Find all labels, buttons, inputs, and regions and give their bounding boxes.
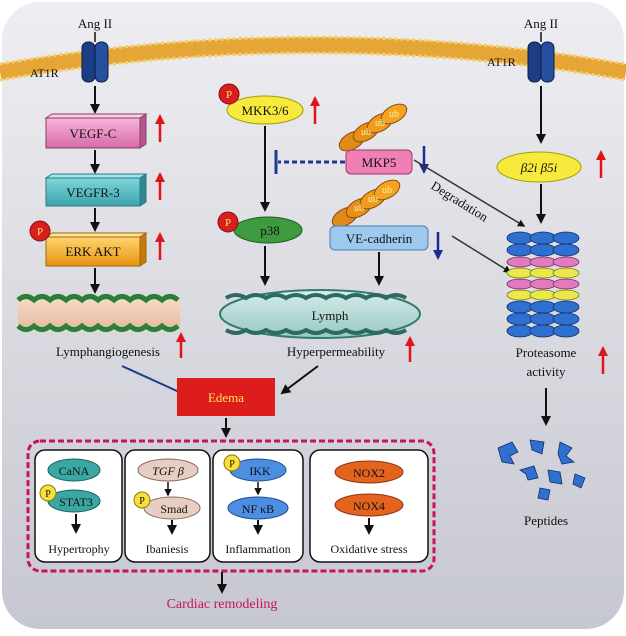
tgf-label: TGF β <box>152 464 184 478</box>
vegfr3-node: VEGFR-3 <box>44 173 148 207</box>
immunoproteasome-label: β2i β5i <box>520 160 558 175</box>
proteasome-label: Proteasome <box>516 345 577 360</box>
right-receptor-label: AT1R <box>487 55 516 69</box>
svg-text:ub: ub <box>382 185 392 196</box>
degradation-arrow-mkp5 <box>413 159 526 227</box>
inflammation-box: IKK P NF κB Inflammation <box>212 449 304 563</box>
mkk-node: MKK3/6 <box>226 95 304 125</box>
edema-label: Edema <box>208 390 244 405</box>
phospho-icon: P <box>217 211 239 233</box>
nox4-label: NOX4 <box>353 499 385 513</box>
cardiac-remodeling-label: Cardiac remodeling <box>167 597 278 612</box>
ubiquitin-chain-vecad: ub ub ub <box>331 179 401 228</box>
nfkb-label: NF κB <box>242 502 274 516</box>
right-ligand-label: Ang II <box>524 16 558 31</box>
phospho-icon: P <box>229 459 235 470</box>
left-receptor: Ang II AT1R <box>30 16 112 83</box>
oxidative-stress-box: NOX2 NOX4 Oxidative stress <box>309 449 429 563</box>
vegfc-label: VEGF-C <box>70 126 117 141</box>
peptides-label: Peptides <box>524 513 568 528</box>
hypertrophy-box: CaNA STAT3 P Hypertrophy <box>34 449 123 563</box>
lymphangiogenesis-label: Lymphangiogenesis <box>56 344 160 359</box>
ve-cadherin-node: VE-cadherin <box>329 225 429 251</box>
svg-text:P: P <box>226 89 232 101</box>
erk-akt-node: ERK AKT <box>44 232 148 267</box>
ikk-label: IKK <box>249 464 271 478</box>
svg-text:P: P <box>37 226 43 238</box>
ve-cadherin-label: VE-cadherin <box>346 231 413 246</box>
svg-text:P: P <box>225 217 231 229</box>
oxidative-stress-label: Oxidative stress <box>331 542 408 556</box>
svg-text:ub: ub <box>375 118 385 129</box>
peptides-icon <box>497 439 586 501</box>
mkk-label: MKK3/6 <box>242 103 289 118</box>
arrow-hyperperm-to-edema <box>280 365 319 395</box>
svg-text:ub: ub <box>354 203 364 214</box>
right-receptor: Ang II AT1R <box>487 16 558 83</box>
phospho-icon: P <box>29 220 51 242</box>
smad-label: Smad <box>160 502 187 516</box>
left-ligand-label: Ang II <box>78 16 112 31</box>
proteasome-icon <box>506 231 580 338</box>
ibaniesis-box: TGF β Smad P Ibaniesis <box>124 449 211 563</box>
lymphatic-vessel-left <box>16 294 180 332</box>
mkp5-node: MKP5 <box>345 149 413 175</box>
lymph-label: Lymph <box>312 308 349 323</box>
stat3-label: STAT3 <box>59 495 93 509</box>
nox2-label: NOX2 <box>353 466 385 480</box>
activity-label: activity <box>527 364 566 379</box>
left-receptor-label: AT1R <box>30 66 59 80</box>
phospho-icon: P <box>139 496 145 507</box>
inflammation-label: Inflammation <box>225 542 290 556</box>
degradation-arrow-vecad <box>451 235 512 273</box>
hyperpermeability-label: Hyperpermeability <box>287 344 386 359</box>
vegfr3-label: VEGFR-3 <box>66 185 119 200</box>
ubiquitin-chain-mkp5: ub ub ub <box>338 103 408 152</box>
svg-text:ub: ub <box>361 127 371 138</box>
p38-label: p38 <box>260 223 280 238</box>
cana-label: CaNA <box>59 464 90 478</box>
svg-text:ub: ub <box>389 109 399 120</box>
immunoproteasome-node: β2i β5i <box>496 151 582 183</box>
hypertrophy-label: Hypertrophy <box>48 542 109 556</box>
phospho-icon: P <box>218 83 240 105</box>
ibaniesis-label: Ibaniesis <box>146 542 189 556</box>
edema-node: Edema <box>177 378 275 416</box>
remodeling-frame <box>26 439 436 573</box>
lymph-vessel: Lymph <box>219 289 421 339</box>
erk-akt-label: ERK AKT <box>65 244 120 259</box>
p38-node: p38 <box>233 216 303 244</box>
mkp5-label: MKP5 <box>362 155 397 170</box>
phospho-icon: P <box>45 489 51 500</box>
svg-text:ub: ub <box>368 194 378 205</box>
vegfc-node: VEGF-C <box>44 113 148 149</box>
